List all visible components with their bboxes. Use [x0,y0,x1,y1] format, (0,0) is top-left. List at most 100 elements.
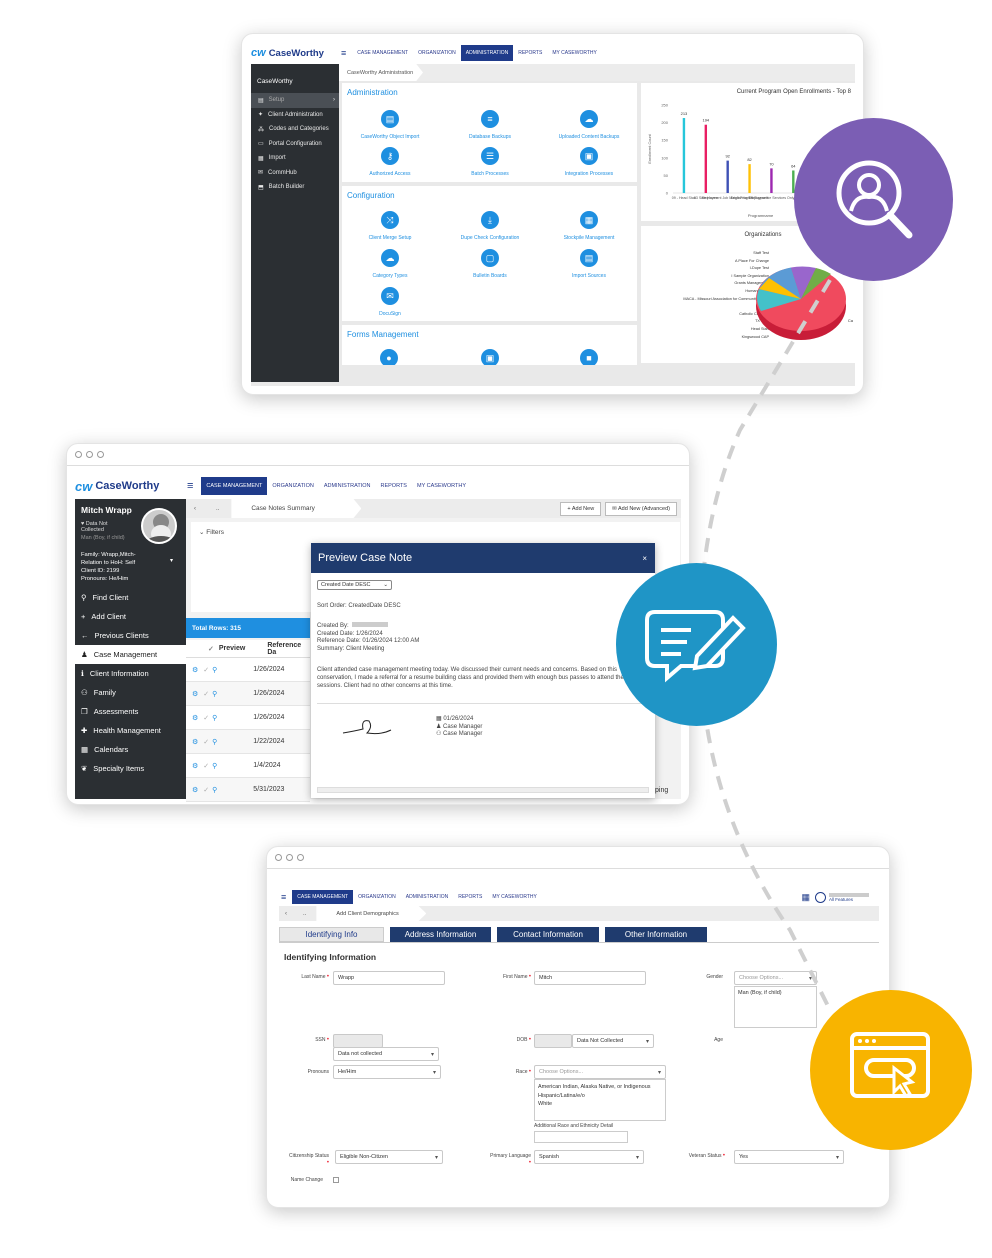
nav-my-caseworthy[interactable]: MY CASEWORTHY [416,483,466,489]
back-icon[interactable]: ‹ [285,910,287,917]
window-dot-icon[interactable] [86,451,93,458]
drop-icon[interactable]: ● [380,349,398,365]
tile-integration-processes[interactable]: ▣Integration Processes [544,147,634,177]
check-icon[interactable]: ✓ [203,690,210,698]
bar[interactable] [792,170,795,193]
table-row[interactable]: ⚙✓⚲1/4/2024 [186,754,310,778]
sidebar-item-client-administration[interactable]: ✦Client Administration [251,108,339,123]
pronouns-select[interactable]: He/Him [333,1065,441,1079]
col-reference-date[interactable]: Reference Da [267,641,302,656]
nav-administration[interactable]: ADMINISTRATION [405,894,449,900]
window-dot-icon[interactable] [75,451,82,458]
breadcrumb[interactable]: Case Notes Summary [231,499,362,518]
horizontal-scrollbar[interactable] [317,787,649,793]
breadcrumb[interactable]: CaseWorthy Administration [339,64,423,81]
tab-contact-information[interactable]: Contact Information [497,927,599,942]
sidebar-item-assessments[interactable]: ❐Assessments [75,702,186,721]
tile-database-backups[interactable]: ≡Database Backups [445,110,535,140]
table-row[interactable]: ⚙✓⚲1/26/2024 [186,706,310,730]
breadcrumb[interactable]: Add Client Demographics [316,906,427,921]
name-change-checkbox[interactable] [333,1177,339,1183]
breadcrumb-ellipsis[interactable]: .. [216,505,220,512]
tile-category-types[interactable]: ☁Category Types [345,249,435,279]
race-detail-input[interactable] [534,1131,628,1143]
sidebar-item-health[interactable]: ✚Health Management [75,721,186,740]
citizenship-select[interactable]: Eligible Non-Citizen [335,1150,443,1164]
sidebar-item-batch-builder[interactable]: ⬒Batch Builder [251,180,339,195]
sidebar-item-commhub[interactable]: ✉CommHub [251,166,339,181]
bar[interactable] [682,118,686,193]
tile-client-merge[interactable]: ⤨Client Merge Setup [345,211,435,241]
nav-case-management[interactable]: CASE MANAGEMENT [201,477,268,495]
tile-import-sources[interactable]: ▤Import Sources [544,249,634,279]
tile-docusign[interactable]: ✉DocuSign [345,287,435,317]
language-select[interactable]: Spanish [534,1150,644,1164]
sidebar-item-codes[interactable]: ⁂Codes and Categories [251,122,339,137]
sidebar-item-add-client[interactable]: +Add Client [75,607,186,626]
col-preview[interactable]: Preview [218,645,246,652]
sidebar-item-find-client[interactable]: ⚲Find Client [75,588,186,607]
nav-my-caseworthy[interactable]: MY CASEWORTHY [552,50,597,56]
nav-case-management[interactable]: CASE MANAGEMENT [292,890,354,904]
gear-icon[interactable]: ⚙ [192,786,199,794]
sidebar-item-import[interactable]: ▦Import [251,151,339,166]
bar[interactable] [770,168,773,193]
sidebar-item-specialty[interactable]: ❦Specialty Items [75,759,186,778]
apps-grid-icon[interactable]: ▦ [801,891,810,902]
sidebar-item-portal[interactable]: ▭Portal Configuration [251,137,339,152]
table-row[interactable]: ⚙✓⚲1/26/2024 [186,682,310,706]
race-select[interactable]: Choose Options... [534,1065,666,1079]
nav-administration[interactable]: ADMINISTRATION [323,483,371,489]
race-list[interactable]: American Indian, Alaska Native, or Indig… [534,1079,666,1121]
nav-organization[interactable]: ORGANIZATION [272,483,314,489]
tile-bulletin-boards[interactable]: ▢Bulletin Boards [445,249,535,279]
search-icon[interactable]: ⚲ [212,786,218,794]
tile-stockpile[interactable]: ▦Stockpile Management [544,211,634,241]
tile-authorized-access[interactable]: ⚷Authorized Access [345,147,435,177]
bar[interactable] [704,124,708,193]
window-dot-icon[interactable] [97,451,104,458]
nav-organization[interactable]: ORGANIZATION [358,894,396,900]
menu-icon[interactable]: ≡ [281,892,287,902]
nav-organization[interactable]: ORGANIZATION [418,50,456,56]
table-row[interactable]: ⚙✓⚲1/26/2024 [186,658,310,682]
add-new-advanced-button[interactable]: ✉ Add New (Advanced) [605,501,677,516]
bar[interactable] [748,164,751,193]
menu-icon[interactable]: ≡ [187,480,194,492]
check-icon[interactable]: ✓ [203,714,210,722]
check-icon[interactable]: ✓ [203,738,210,746]
add-new-button[interactable]: + Add New [560,501,602,516]
nav-reports[interactable]: REPORTS [380,483,407,489]
gear-icon[interactable]: ⚙ [192,666,199,674]
last-name-input[interactable]: Wrapp [333,971,445,985]
chevron-down-icon[interactable]: ▾ [170,558,174,564]
avatar[interactable] [141,508,177,544]
gear-icon[interactable]: ⚙ [192,762,199,770]
gear-icon[interactable]: ⚙ [192,738,199,746]
first-name-input[interactable]: Mitch [534,971,646,985]
nav-reports[interactable]: REPORTS [518,50,543,56]
check-icon[interactable]: ✓ [203,786,210,794]
tile-batch-processes[interactable]: ☰Batch Processes [445,147,535,177]
sidebar-item-family[interactable]: ⚇Family [75,683,186,702]
window-dot-icon[interactable] [286,854,293,861]
sidebar-item-calendars[interactable]: ▦Calendars [75,740,186,759]
nav-my-caseworthy[interactable]: MY CASEWORTHY [492,894,537,900]
tab-address-information[interactable]: Address Information [390,927,491,942]
tile-uploaded-content[interactable]: ☁Uploaded Content Backups [544,110,634,140]
back-icon[interactable]: ‹ [194,505,196,512]
check-icon[interactable]: ✓ [203,666,210,674]
race-option[interactable]: Hispanic/Latina/e/o [538,1092,585,1099]
search-icon[interactable]: ⚲ [212,738,218,746]
window-dot-icon[interactable] [297,854,304,861]
bar[interactable] [726,160,729,193]
window-dot-icon[interactable] [275,854,282,861]
sidebar-item-case-management[interactable]: ♟Case Management [75,645,186,664]
video-icon[interactable]: ■ [580,349,598,365]
gear-icon[interactable]: ⚙ [192,690,199,698]
close-icon[interactable]: × [642,553,647,563]
menu-icon[interactable]: ≡ [341,48,347,58]
gear-icon[interactable]: ⚙ [192,714,199,722]
form-icon[interactable]: ▣ [481,349,499,365]
